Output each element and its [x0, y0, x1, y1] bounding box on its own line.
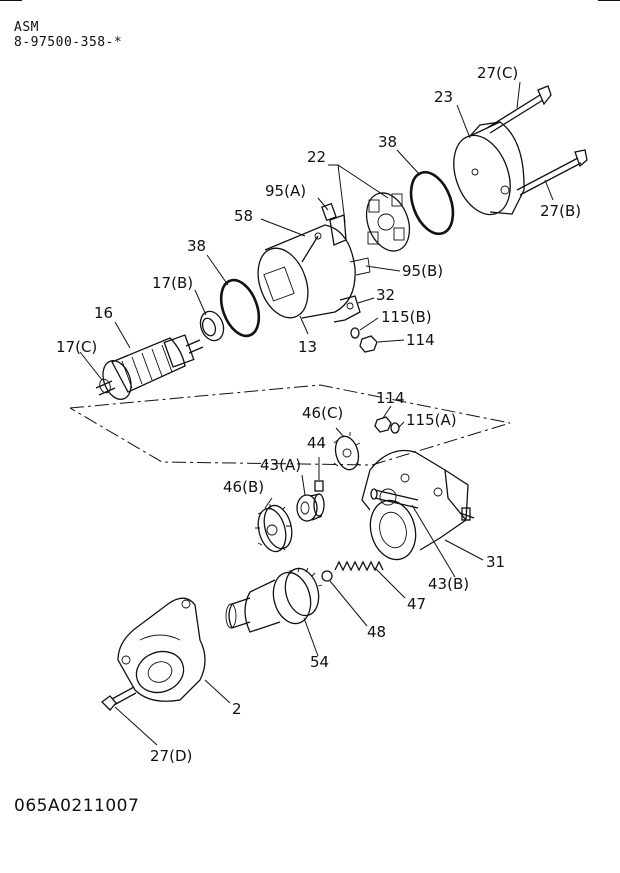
spring-47: [334, 560, 384, 572]
label-95a: 95(A): [265, 182, 306, 200]
yoke-13: [257, 224, 371, 319]
end-cover-23: [453, 121, 525, 216]
lever-32: [333, 295, 361, 323]
brush-95a: [321, 202, 337, 222]
top-rule-left: [0, 0, 22, 1]
front-housing-2: [117, 597, 206, 702]
label-114-lower: 114: [376, 389, 405, 407]
label-46b: 46(B): [223, 478, 264, 496]
gear-46c: [333, 432, 361, 471]
label-44: 44: [307, 434, 326, 452]
bearing-17b: [199, 310, 225, 342]
label-17c: 17(C): [56, 338, 97, 356]
label-46c: 46(C): [302, 404, 343, 422]
nut-114-upper: [359, 335, 378, 353]
label-27b: 27(B): [540, 202, 581, 220]
pin-44: [314, 480, 324, 492]
label-43a: 43(A): [260, 456, 301, 474]
leader-lines: [79, 81, 554, 746]
label-48: 48: [367, 623, 386, 641]
label-13: 13: [298, 338, 317, 356]
assembly-label: ASM: [14, 20, 39, 35]
label-115a: 115(A): [406, 411, 457, 429]
part-labels: 27(C) 23 38 22 95(A) 27(B) 58 38 95(B) 1…: [56, 64, 581, 765]
label-38-upper: 38: [378, 133, 397, 151]
label-27d: 27(D): [150, 747, 192, 765]
label-16: 16: [94, 304, 113, 322]
washer-115b: [350, 327, 360, 339]
brush-holder-22: [365, 192, 411, 252]
o-ring-38-upper: [409, 170, 455, 236]
label-43b: 43(B): [428, 575, 469, 593]
label-114-upper: 114: [406, 331, 435, 349]
assembly-boundary: [69, 384, 511, 466]
shaft-43a: [296, 493, 325, 522]
assembly-number: 8-97500-358-*: [14, 35, 123, 50]
shaft-43b: [370, 488, 419, 509]
label-2: 2: [232, 700, 242, 718]
label-22: 22: [307, 148, 326, 166]
label-17b: 17(B): [152, 274, 193, 292]
label-115b: 115(B): [381, 308, 432, 326]
label-27c: 27(C): [477, 64, 518, 82]
label-95b: 95(B): [402, 262, 443, 280]
label-38-lower: 38: [187, 237, 206, 255]
ball-48: [321, 570, 333, 582]
bolt-27d: [101, 686, 137, 711]
label-54: 54: [310, 653, 329, 671]
label-31: 31: [486, 553, 505, 571]
top-rule-right: [598, 0, 620, 1]
label-58: 58: [234, 207, 253, 225]
label-32: 32: [376, 286, 395, 304]
label-47: 47: [407, 595, 426, 613]
nut-114-lower: [374, 416, 392, 433]
o-ring-38-lower: [219, 278, 261, 338]
bolt-27b: [516, 149, 588, 196]
washer-115a: [390, 422, 400, 434]
armature-16: [95, 334, 204, 400]
pinion-clutch-54: [225, 567, 323, 633]
gear-46b: [255, 504, 293, 553]
label-23: 23: [434, 88, 453, 106]
diagram-code: 065A0211007: [14, 796, 140, 816]
